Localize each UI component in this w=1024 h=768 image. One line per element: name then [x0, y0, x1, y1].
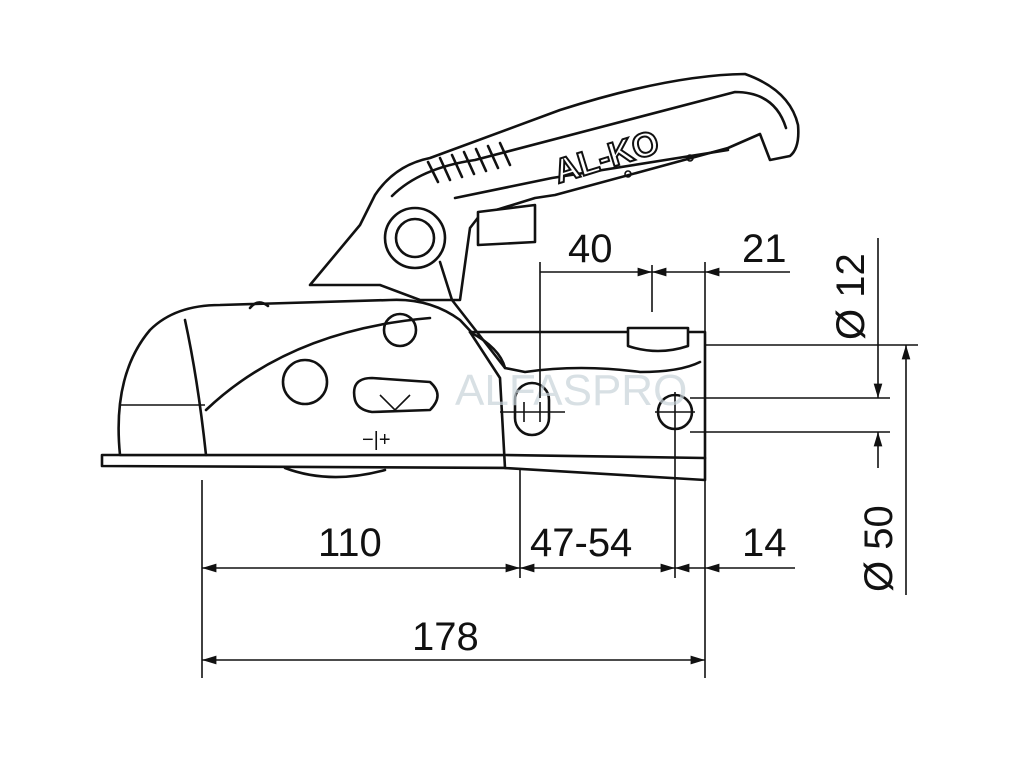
shank-bottom-line — [503, 453, 707, 460]
slot-center-mark — [500, 402, 565, 422]
housing — [117, 298, 522, 457]
dim-110-label: 110 — [318, 521, 382, 565]
dim-dia50-label: Ø 50 — [857, 505, 901, 592]
dim-178-label: 178 — [412, 615, 479, 659]
handle-dot-2 — [686, 154, 694, 162]
nose-contour — [183, 318, 208, 457]
dim-47-54-label: 47-54 — [530, 521, 632, 565]
bolt-center-mark — [655, 392, 695, 432]
shank-screw — [626, 326, 690, 353]
dim-40-label: 40 — [568, 227, 613, 271]
handle-dot-1 — [624, 170, 632, 178]
handle-outline — [308, 72, 800, 302]
dimension-lines — [201, 238, 918, 678]
release-button — [476, 203, 537, 247]
wear-indicator — [352, 376, 439, 414]
dim-dia12-label: Ø 12 — [829, 253, 873, 340]
top-knob — [248, 301, 270, 310]
wear-indicator-arrow — [379, 394, 411, 412]
shank-top-rib — [468, 330, 702, 374]
coupling-body — [100, 298, 707, 482]
lever-arm — [438, 260, 507, 370]
grip-ribs — [426, 141, 512, 184]
dim-14-label: 14 — [742, 521, 787, 565]
bottom-disc — [283, 466, 387, 479]
dimension-labels: 40 21 Ø 12 Ø 50 110 47-54 14 178 — [318, 227, 901, 659]
housing-hole-large — [281, 358, 329, 406]
handle-lower-edge — [453, 148, 730, 200]
adjust-marker-symbol: −|+ — [362, 429, 391, 451]
dim-21-label: 21 — [742, 227, 787, 271]
handle: AL-KO — [308, 72, 800, 370]
pivot-inner — [394, 217, 436, 259]
housing-hole-small — [382, 312, 418, 348]
base-plate — [100, 453, 522, 470]
handle-inner-edge — [390, 90, 788, 198]
watermark: ALFASPRO — [455, 366, 687, 415]
housing-arc — [204, 316, 432, 412]
